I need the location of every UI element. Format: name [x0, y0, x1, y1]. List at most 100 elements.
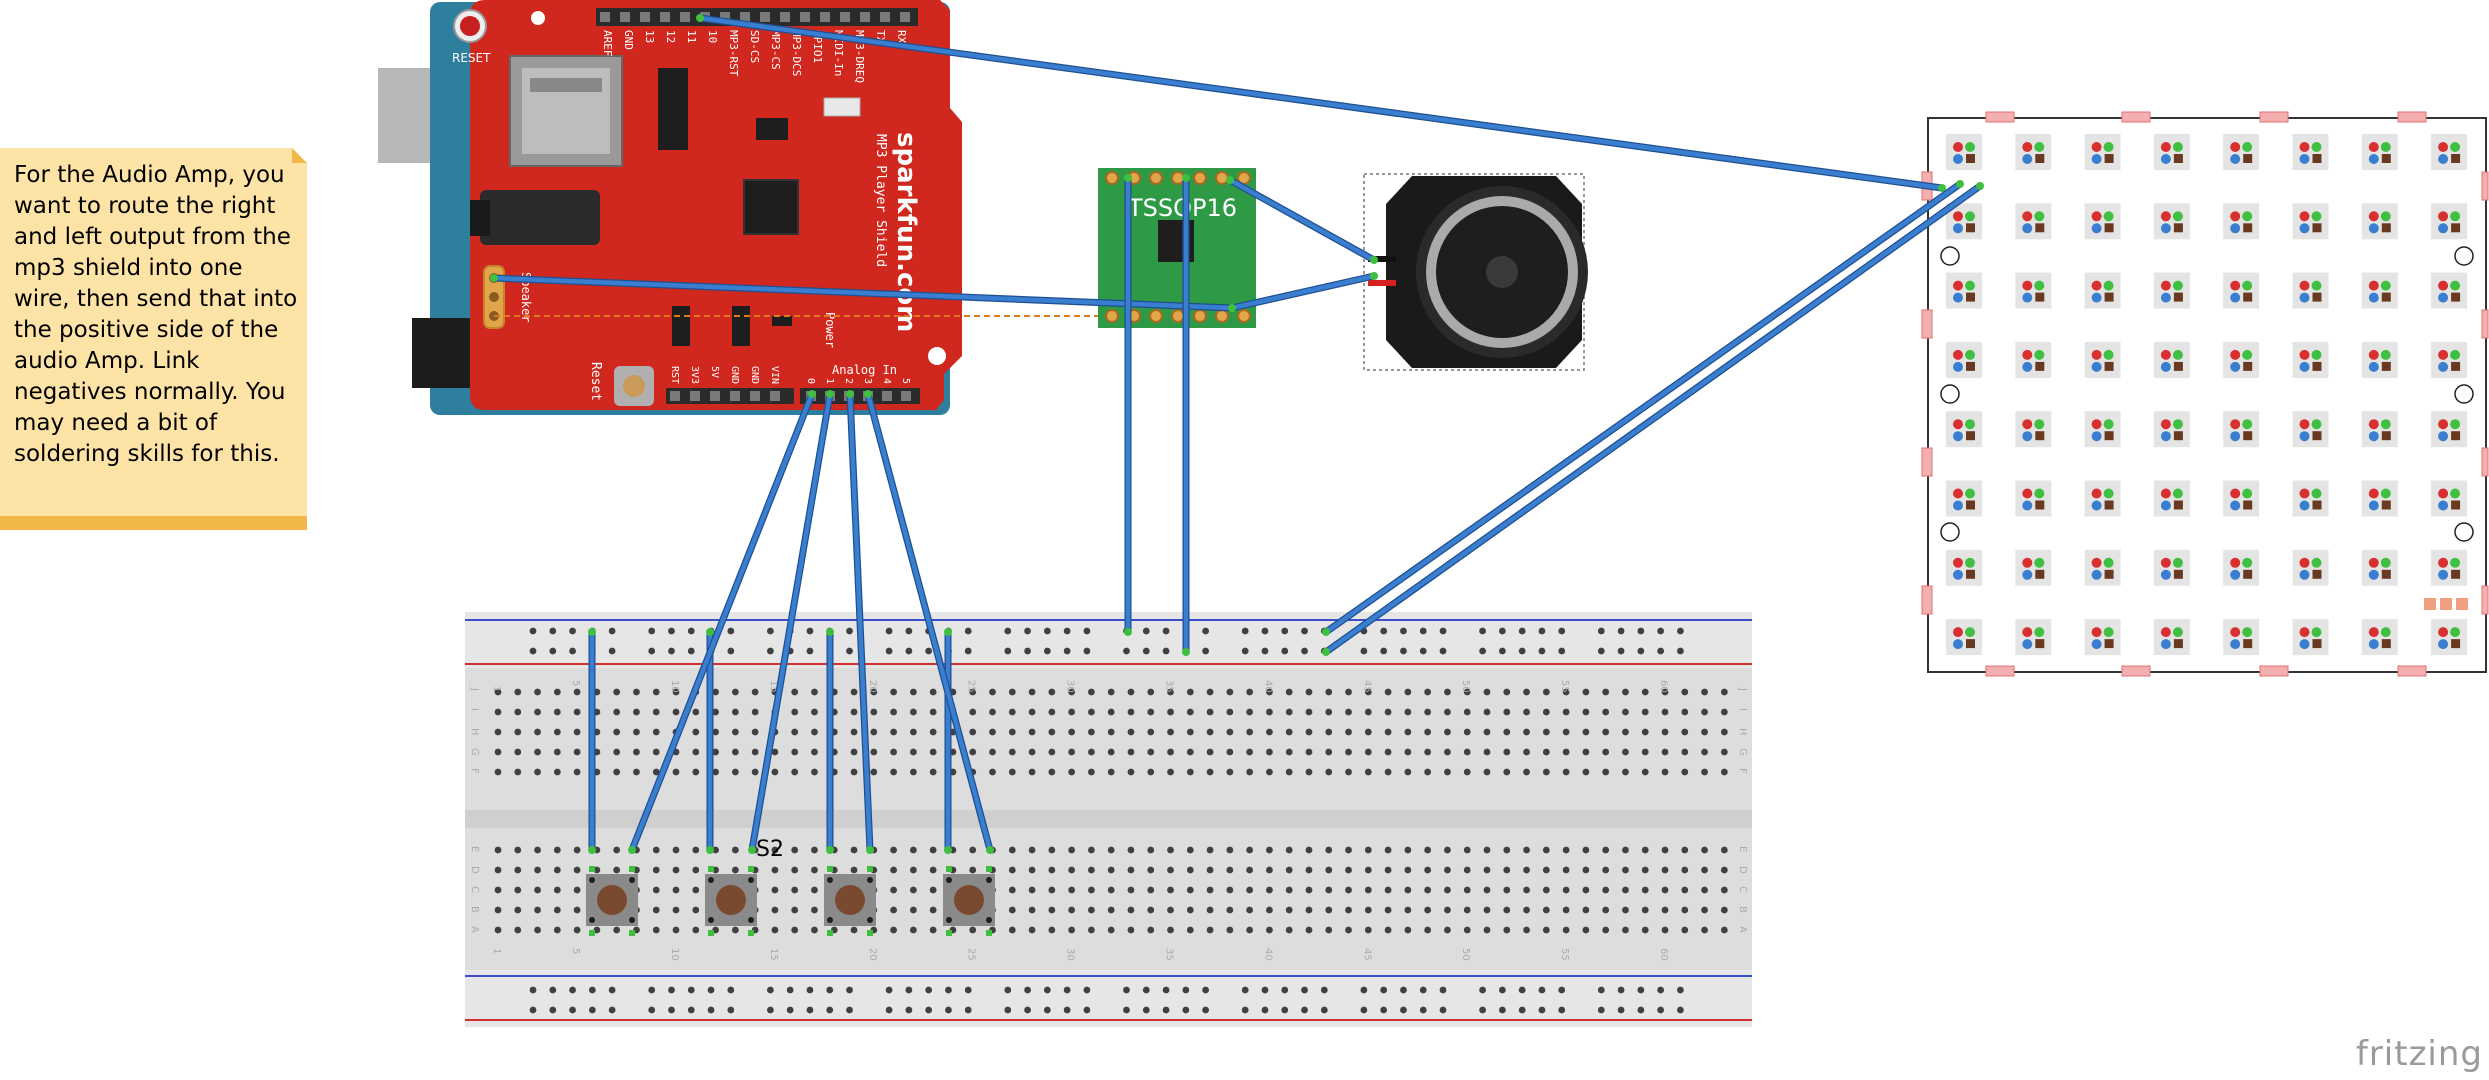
breadboard-hole[interactable]	[1597, 627, 1605, 635]
breadboard-hole[interactable]	[885, 647, 893, 655]
breadboard-hole[interactable]	[1167, 708, 1174, 716]
breadboard-hole[interactable]	[672, 886, 680, 894]
breadboard-hole[interactable]	[731, 846, 739, 854]
breadboard-hole[interactable]	[529, 1006, 537, 1014]
breadboard-hole[interactable]	[1167, 906, 1174, 914]
breadboard-hole[interactable]	[1266, 926, 1273, 934]
breadboard-hole[interactable]	[1602, 708, 1610, 716]
header-pin[interactable]	[882, 391, 892, 401]
breadboard-hole[interactable]	[1582, 926, 1590, 934]
breadboard-hole[interactable]	[553, 866, 561, 874]
breadboard-hole[interactable]	[1127, 886, 1135, 894]
breadboard-hole[interactable]	[791, 886, 799, 894]
breadboard-hole[interactable]	[1088, 708, 1095, 716]
breadboard-hole[interactable]	[909, 708, 917, 716]
breadboard-hole[interactable]	[909, 906, 917, 914]
breadboard-hole[interactable]	[1028, 748, 1036, 756]
breadboard-hole[interactable]	[969, 748, 977, 756]
header-pin[interactable]	[820, 12, 830, 22]
breadboard-hole[interactable]	[1285, 748, 1293, 756]
breadboard-hole[interactable]	[1241, 986, 1249, 994]
push-button[interactable]	[586, 866, 638, 936]
breadboard-hole[interactable]	[811, 768, 818, 776]
breadboard-hole[interactable]	[1622, 748, 1629, 756]
breadboard-hole[interactable]	[806, 1006, 814, 1014]
breadboard-hole[interactable]	[1305, 906, 1313, 914]
breadboard-hole[interactable]	[1701, 708, 1708, 716]
breadboard-hole[interactable]	[1226, 708, 1234, 716]
breadboard-hole[interactable]	[1206, 926, 1214, 934]
breadboard-hole[interactable]	[1444, 926, 1451, 934]
breadboard-hole[interactable]	[890, 688, 897, 696]
breadboard-hole[interactable]	[890, 886, 897, 894]
breadboard-hole[interactable]	[494, 886, 502, 894]
breadboard-hole[interactable]	[811, 926, 818, 934]
breadboard-hole[interactable]	[672, 688, 680, 696]
breadboard-hole[interactable]	[929, 866, 937, 874]
breadboard-hole[interactable]	[1048, 728, 1056, 736]
breadboard-hole[interactable]	[1364, 748, 1372, 756]
wire[interactable]	[944, 628, 952, 854]
breadboard-hole[interactable]	[1364, 866, 1372, 874]
wire[interactable]	[846, 390, 874, 854]
breadboard-hole[interactable]	[672, 846, 680, 854]
breadboard-hole[interactable]	[1147, 926, 1155, 934]
breadboard-hole[interactable]	[1479, 1006, 1486, 1014]
breadboard-hole[interactable]	[1641, 866, 1649, 874]
breadboard-hole[interactable]	[1602, 728, 1610, 736]
breadboard-hole[interactable]	[494, 748, 502, 756]
breadboard-hole[interactable]	[514, 866, 522, 874]
push-button[interactable]	[824, 866, 876, 936]
breadboard-hole[interactable]	[1147, 866, 1155, 874]
breadboard-hole[interactable]	[1498, 1006, 1506, 1014]
breadboard-hole[interactable]	[712, 728, 719, 736]
breadboard-hole[interactable]	[1325, 708, 1333, 716]
breadboard-hole[interactable]	[514, 926, 522, 934]
breadboard-hole[interactable]	[1400, 647, 1407, 655]
breadboard-hole[interactable]	[1424, 866, 1432, 874]
breadboard-hole[interactable]	[1404, 728, 1412, 736]
breadboard-hole[interactable]	[1088, 728, 1095, 736]
breadboard-hole[interactable]	[1523, 768, 1530, 776]
breadboard-hole[interactable]	[1582, 688, 1590, 696]
breadboard-hole[interactable]	[707, 1006, 715, 1014]
breadboard-hole[interactable]	[1325, 728, 1333, 736]
breadboard-hole[interactable]	[1701, 926, 1708, 934]
breadboard-hole[interactable]	[1657, 647, 1665, 655]
breadboard-hole[interactable]	[929, 886, 937, 894]
breadboard-hole[interactable]	[1542, 846, 1550, 854]
header-pin[interactable]	[901, 391, 911, 401]
breadboard-hole[interactable]	[1202, 647, 1210, 655]
breadboard-hole[interactable]	[549, 627, 557, 635]
breadboard-hole[interactable]	[1558, 627, 1566, 635]
breadboard-hole[interactable]	[850, 926, 858, 934]
breadboard-hole[interactable]	[1048, 748, 1056, 756]
breadboard-hole[interactable]	[1008, 846, 1016, 854]
breadboard-hole[interactable]	[1206, 688, 1214, 696]
breadboard-hole[interactable]	[1483, 906, 1491, 914]
breadboard-hole[interactable]	[771, 906, 779, 914]
breadboard-hole[interactable]	[553, 886, 561, 894]
breadboard-hole[interactable]	[1162, 647, 1170, 655]
breadboard-hole[interactable]	[534, 708, 541, 716]
breadboard-hole[interactable]	[534, 906, 541, 914]
breadboard-hole[interactable]	[1424, 708, 1432, 716]
breadboard-hole[interactable]	[1123, 986, 1130, 994]
breadboard-hole[interactable]	[1127, 768, 1135, 776]
breadboard-hole[interactable]	[989, 768, 996, 776]
breadboard-hole[interactable]	[1167, 728, 1174, 736]
breadboard-hole[interactable]	[652, 886, 660, 894]
breadboard-hole[interactable]	[1483, 768, 1491, 776]
breadboard-hole[interactable]	[652, 846, 660, 854]
breadboard-hole[interactable]	[1641, 768, 1649, 776]
breadboard-hole[interactable]	[608, 986, 616, 994]
breadboard-hole[interactable]	[1305, 748, 1313, 756]
breadboard-hole[interactable]	[553, 926, 561, 934]
breadboard-hole[interactable]	[1681, 728, 1689, 736]
breadboard-hole[interactable]	[731, 688, 739, 696]
breadboard-hole[interactable]	[1266, 768, 1273, 776]
breadboard-hole[interactable]	[905, 627, 913, 635]
breadboard-hole[interactable]	[1226, 846, 1234, 854]
breadboard-hole[interactable]	[1345, 926, 1352, 934]
breadboard-hole[interactable]	[826, 986, 834, 994]
